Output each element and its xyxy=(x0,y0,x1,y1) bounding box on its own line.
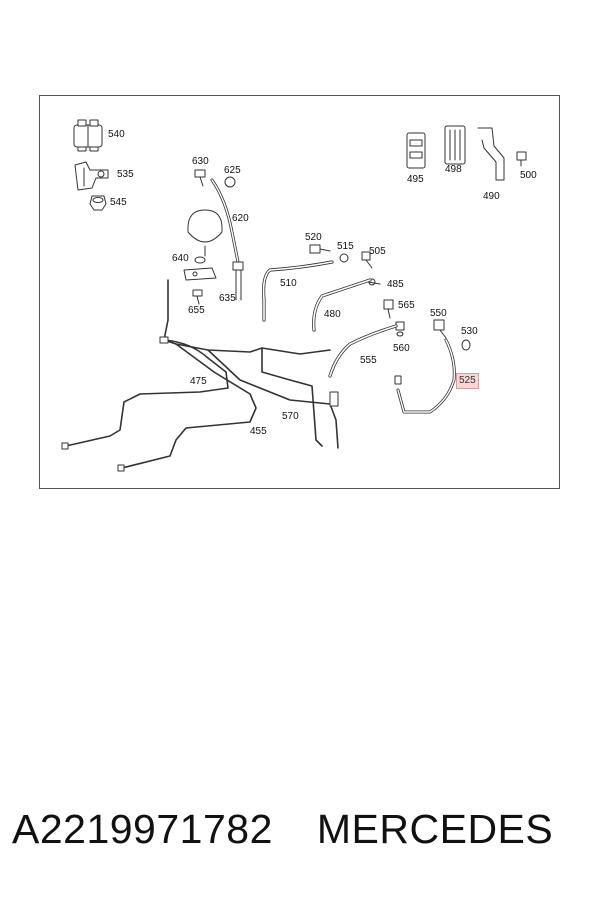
part-515-drawing xyxy=(339,253,349,263)
part-480-drawing xyxy=(312,278,372,332)
part-550-drawing xyxy=(433,319,447,339)
callout-500[interactable]: 500 xyxy=(520,170,537,181)
part-560-drawing xyxy=(395,321,405,337)
callout-550[interactable]: 550 xyxy=(430,308,447,319)
callout-520[interactable]: 520 xyxy=(305,232,322,243)
part-620-drawing xyxy=(187,178,240,264)
callout-620[interactable]: 620 xyxy=(232,213,249,224)
part-655-drawing xyxy=(192,289,203,305)
callout-635[interactable]: 635 xyxy=(219,293,236,304)
diagram-frame xyxy=(39,95,560,489)
callout-655[interactable]: 655 xyxy=(188,305,205,316)
line-end-fittings xyxy=(61,336,339,472)
callout-545[interactable]: 545 xyxy=(110,197,127,208)
part-625-drawing xyxy=(224,176,236,188)
callout-625[interactable]: 625 xyxy=(224,165,241,176)
part-530-drawing xyxy=(461,339,471,351)
callout-540[interactable]: 540 xyxy=(108,129,125,140)
callout-485[interactable]: 485 xyxy=(387,279,404,290)
part-498-drawing xyxy=(444,125,466,165)
part-535-drawing xyxy=(74,161,109,191)
callout-515[interactable]: 515 xyxy=(337,241,354,252)
part-number: A2219971782 xyxy=(12,806,273,852)
callout-560[interactable]: 560 xyxy=(393,343,410,354)
part-545-drawing xyxy=(89,195,107,211)
part-540-drawing xyxy=(73,119,103,152)
callout-495[interactable]: 495 xyxy=(407,174,424,185)
brake-lines xyxy=(65,279,339,469)
part-565-drawing xyxy=(383,299,394,319)
callout-525-highlighted[interactable]: 525 xyxy=(456,373,479,389)
callout-455[interactable]: 455 xyxy=(250,426,267,437)
callout-530[interactable]: 530 xyxy=(461,326,478,337)
callout-565[interactable]: 565 xyxy=(398,300,415,311)
callout-490[interactable]: 490 xyxy=(483,191,500,202)
callout-505[interactable]: 505 xyxy=(369,246,386,257)
part-505-drawing xyxy=(361,251,373,269)
callout-535[interactable]: 535 xyxy=(117,169,134,180)
callout-475[interactable]: 475 xyxy=(190,376,207,387)
part-640-drawing xyxy=(183,256,217,281)
callout-640[interactable]: 640 xyxy=(172,253,189,264)
callout-510[interactable]: 510 xyxy=(280,278,297,289)
part-caption: A2219971782 MERCEDES xyxy=(12,806,553,853)
callout-498[interactable]: 498 xyxy=(445,164,462,175)
part-495-drawing xyxy=(406,132,426,169)
part-490-drawing xyxy=(477,127,505,181)
callout-570[interactable]: 570 xyxy=(282,411,299,422)
part-555-drawing xyxy=(328,324,398,378)
callout-480[interactable]: 480 xyxy=(324,309,341,320)
part-510-drawing xyxy=(262,260,334,322)
callout-555[interactable]: 555 xyxy=(360,355,377,366)
part-630-drawing xyxy=(194,169,206,187)
part-500-drawing xyxy=(516,151,527,167)
brand-name: MERCEDES xyxy=(316,806,554,852)
callout-630[interactable]: 630 xyxy=(192,156,209,167)
part-520-drawing xyxy=(309,244,331,254)
part-635-drawing xyxy=(232,261,244,301)
